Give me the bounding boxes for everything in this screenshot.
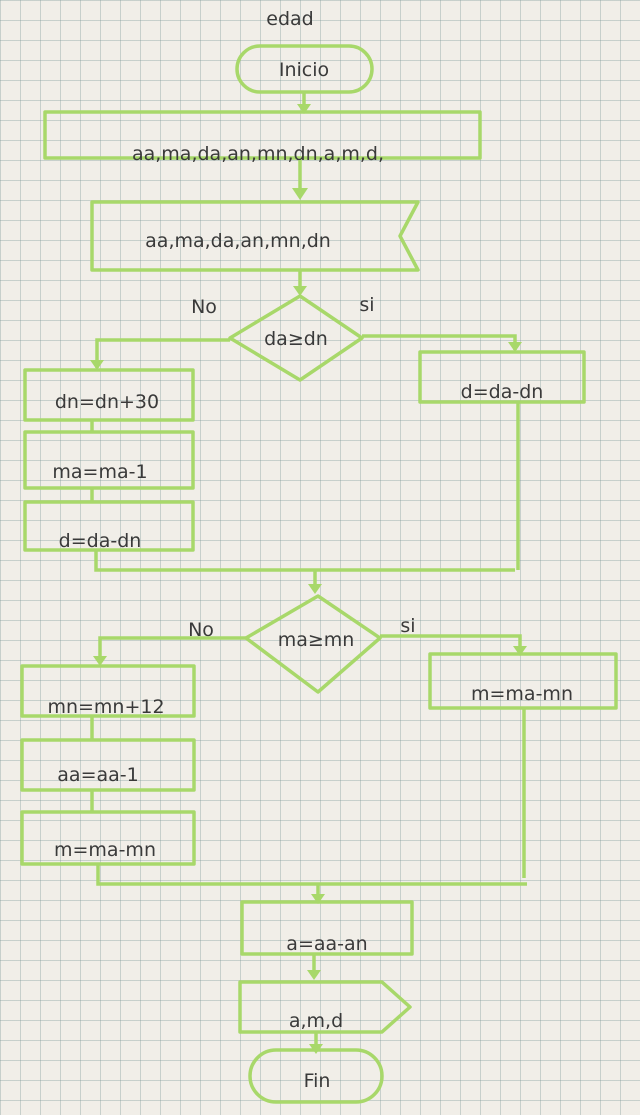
declaration-box (43, 110, 482, 160)
decision-1-yes-step-box (418, 350, 586, 404)
decision-2-no-step-2-text: aa=aa-1 (57, 764, 138, 786)
decision-1-no-branch (95, 338, 230, 368)
output-box (238, 980, 412, 1034)
decision-1-yes-branch (362, 334, 517, 350)
decision-2-no-step-1-box (20, 664, 196, 718)
decision-1-no-step-1-box (23, 368, 195, 422)
decision-1-no-step-3-text: d=da-dn (59, 530, 142, 552)
decision-2-diamond (244, 594, 382, 694)
arrow-head (307, 970, 321, 980)
output-text: a,m,d (289, 1010, 343, 1032)
decision-1-no-merge (94, 550, 515, 572)
arrow-head (311, 894, 325, 904)
arrow-head (513, 646, 527, 656)
arrow-head (293, 286, 307, 296)
arrow-head (308, 584, 322, 594)
decision-2-no-label: No (188, 619, 214, 641)
decision-2-no-step-3-text: m=ma-mn (54, 839, 156, 861)
decision-2-yes-branch (380, 634, 522, 652)
arrow-head (297, 104, 311, 114)
start-label: Inicio (279, 59, 329, 81)
decision-2-no-step-2-box (20, 738, 196, 792)
decision-1-yes-label: si (359, 294, 374, 316)
read-text: aa,ma,da,an,mn,dn (145, 230, 331, 252)
final-step-text: a=aa-an (286, 933, 367, 955)
read-box (90, 200, 420, 272)
decision-1-no-step-3-box (23, 500, 195, 552)
decision-2-no-step-3-box (20, 810, 196, 866)
decision-2-no-merge (96, 864, 527, 886)
decision-1-no-step-2-box (23, 430, 195, 490)
decision-1-diamond (228, 294, 364, 382)
final-step-box (240, 900, 414, 956)
decision-2-no-step-1-text: mn=mn+12 (47, 696, 164, 718)
arrow-head (93, 656, 107, 666)
decision-1-condition: da≥dn (264, 328, 328, 350)
decision-1-no-step-2-text: ma=ma-1 (52, 461, 147, 483)
end-terminator (248, 1048, 384, 1104)
decision-1-no-step-1-text: dn=dn+30 (55, 391, 159, 413)
decision-2-condition: ma≥mn (278, 629, 355, 651)
decision-2-no-branch (98, 636, 246, 662)
end-label: Fin (304, 1070, 331, 1092)
arrow-head (508, 342, 522, 352)
decision-2-yes-step-text: m=ma-mn (471, 683, 573, 705)
arrow-head (292, 188, 308, 200)
title: edad (266, 8, 313, 30)
decision-1-yes-step-text: d=da-dn (461, 381, 544, 403)
decision-2-yes-label: si (400, 615, 415, 637)
declaration-text: aa,ma,da,an,mn,dn,a,m,d, (132, 143, 384, 165)
decision-1-no-label: No (191, 296, 217, 318)
arrow-head (90, 360, 104, 370)
